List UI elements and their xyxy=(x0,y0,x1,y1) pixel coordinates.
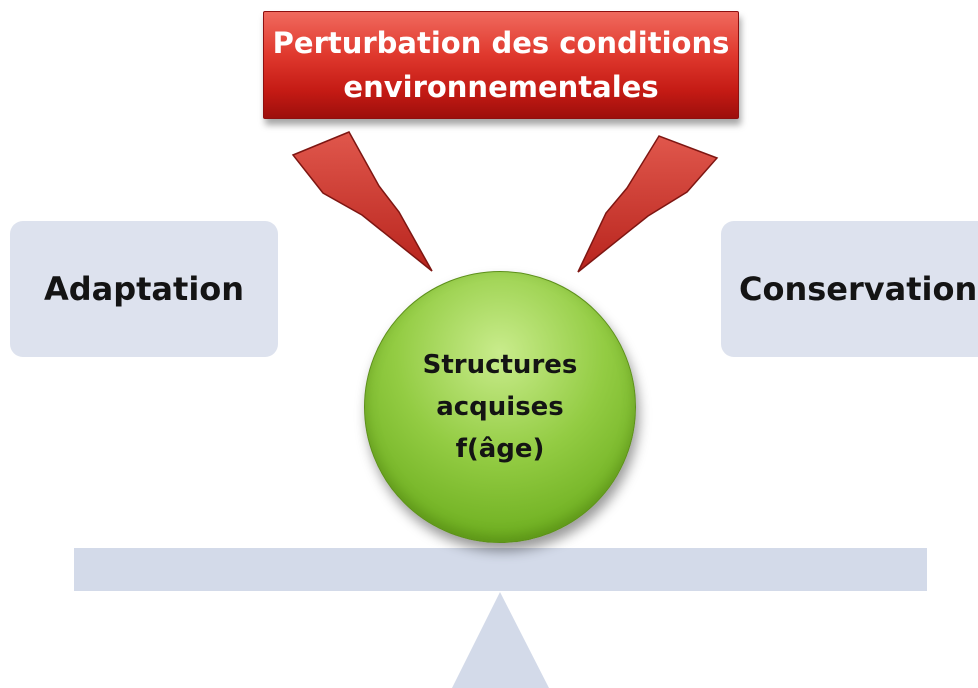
conservation-label: Conservation xyxy=(739,270,978,308)
structures-circle: Structures acquises f(âge) xyxy=(364,271,636,543)
balance-beam xyxy=(74,548,927,591)
circle-line-2: acquises xyxy=(436,392,564,422)
circle-line-1: Structures xyxy=(422,350,578,380)
banner-line-1: Perturbation des conditions xyxy=(272,26,730,60)
circle-line-3: f(âge) xyxy=(455,434,545,464)
left-lightning-bolt-icon xyxy=(291,131,433,272)
conservation-box: Conservation xyxy=(721,221,978,357)
fulcrum-triangle xyxy=(452,592,549,688)
perturbation-banner: Perturbation des conditions environnemen… xyxy=(263,11,739,119)
right-lightning-bolt-icon xyxy=(577,135,719,273)
banner-line-2: environnementales xyxy=(343,70,659,104)
adaptation-box: Adaptation xyxy=(10,221,278,357)
adaptation-label: Adaptation xyxy=(43,270,245,308)
